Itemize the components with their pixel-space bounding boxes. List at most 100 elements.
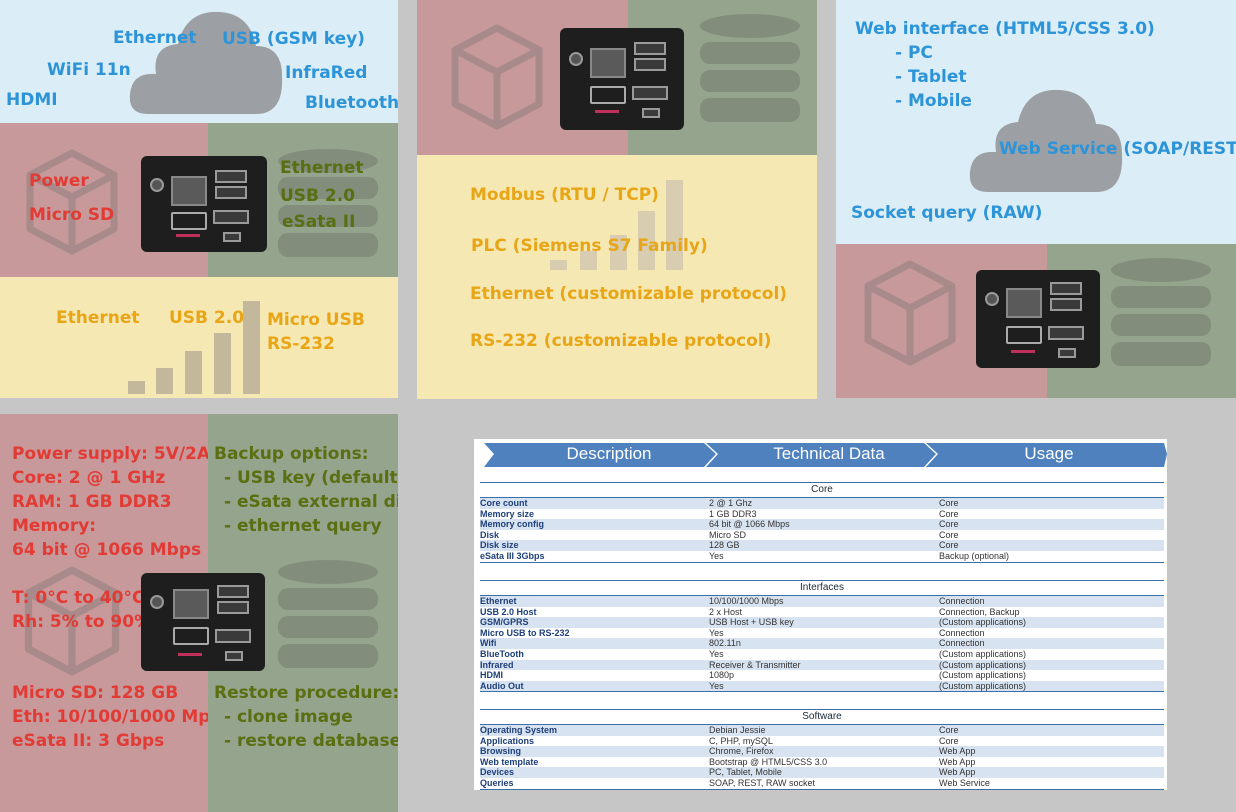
cell-description: Disk size bbox=[480, 540, 519, 551]
cell-description: Memory config bbox=[480, 519, 545, 530]
label-web-service: Web Service (SOAP/REST) bbox=[999, 139, 1236, 159]
header-technical-data: Technical Data bbox=[773, 444, 885, 463]
spec-humidity: Rh: 5% to 90% bbox=[12, 612, 152, 632]
cell-usage: Web App bbox=[939, 767, 976, 778]
spec-memory-config: 64 bit @ 1066 Mbps bbox=[12, 540, 202, 560]
cell-technical-data: Debian Jessie bbox=[709, 725, 766, 735]
device-image bbox=[976, 270, 1100, 368]
backup-item-esata: - eSata external disk bbox=[224, 492, 398, 512]
section-title: Software bbox=[480, 709, 1164, 725]
signal-bar bbox=[550, 260, 567, 270]
spec-core: Core: 2 @ 1 GHz bbox=[12, 468, 166, 488]
cell-usage: Core bbox=[939, 540, 959, 551]
label-web-tablet: - Tablet bbox=[895, 67, 967, 87]
cell-technical-data: Chrome, Firefox bbox=[709, 746, 774, 757]
label-usb-gsm: USB (GSM key) bbox=[222, 29, 365, 49]
cell-technical-data: Yes bbox=[709, 627, 724, 638]
cell-description: Browsing bbox=[480, 746, 522, 757]
cell-description: HDMI bbox=[480, 670, 503, 681]
signal-bar bbox=[638, 211, 655, 270]
cell-usage: Core bbox=[939, 529, 959, 540]
signal-bar bbox=[666, 180, 683, 270]
label-ethernet-storage: Ethernet bbox=[280, 158, 364, 178]
cube-icon bbox=[451, 24, 543, 130]
label-ethernet: Ethernet bbox=[113, 28, 197, 48]
label-socket-query: Socket query (RAW) bbox=[851, 203, 1043, 223]
cell-technical-data: 1 GB DDR3 bbox=[709, 508, 757, 519]
backup-item-ethernet: - ethernet query bbox=[224, 516, 382, 536]
section-title: Interfaces bbox=[480, 580, 1164, 596]
label-infrared: InfraRed bbox=[285, 63, 368, 83]
cube-icon bbox=[24, 566, 120, 676]
label-micro-usb: Micro USB bbox=[267, 310, 365, 330]
cell-technical-data: 2 @ 1 Ghz bbox=[709, 498, 753, 508]
spec-ethernet: Eth: 10/100/1000 Mps bbox=[12, 707, 208, 727]
label-wifi: WiFi 11n bbox=[47, 60, 131, 80]
cell-technical-data: 10/100/1000 Mbps bbox=[709, 596, 784, 606]
header-usage: Usage bbox=[1024, 444, 1074, 463]
cell-usage: Connection bbox=[939, 627, 985, 638]
cell-technical-data: 1080p bbox=[709, 670, 735, 681]
spec-temperature: T: 0°C to 40°C bbox=[12, 588, 145, 608]
label-hdmi: HDMI bbox=[6, 90, 58, 110]
signal-bar bbox=[128, 381, 145, 394]
cell-usage: Core bbox=[939, 725, 959, 735]
label-usb-wired: USB 2.0 bbox=[169, 308, 245, 328]
cell-technical-data: Yes bbox=[709, 648, 724, 659]
spec-esata: eSata II: 3 Gbps bbox=[12, 731, 165, 751]
table-row: Micro USB to RS-232 Yes Connection bbox=[480, 628, 1164, 639]
cell-usage: Connection, Backup bbox=[939, 606, 1020, 617]
cube-icon bbox=[26, 149, 118, 255]
cell-description: eSata III 3Gbps bbox=[480, 550, 545, 561]
cell-usage: Core bbox=[939, 519, 959, 530]
signal-bar bbox=[580, 251, 597, 270]
cell-description: Disk bbox=[480, 529, 500, 540]
web-local-panel bbox=[836, 244, 1047, 398]
cell-technical-data: Yes bbox=[709, 550, 724, 561]
label-web-mobile: - Mobile bbox=[895, 91, 972, 111]
label-modbus: Modbus (RTU / TCP) bbox=[470, 185, 659, 205]
signal-bar bbox=[243, 301, 260, 394]
connectivity-wireless-panel: Ethernet USB (GSM key) WiFi 11n InfraRed… bbox=[0, 0, 398, 123]
label-web-interface: Web interface (HTML5/CSS 3.0) bbox=[855, 19, 1155, 39]
cell-description: Core count bbox=[480, 498, 528, 508]
cell-description: Applications bbox=[480, 735, 535, 746]
cell-description: Devices bbox=[480, 767, 515, 778]
cloud-icon bbox=[969, 89, 1123, 192]
cell-usage: Core bbox=[939, 735, 959, 746]
spec-power-supply: Power supply: 5V/2A bbox=[12, 444, 208, 464]
cell-description: BlueTooth bbox=[480, 648, 524, 659]
cell-usage: Backup (optional) bbox=[939, 550, 1010, 561]
signal-bar bbox=[610, 235, 627, 270]
cell-usage: (Custom applications) bbox=[939, 680, 1027, 691]
restore-item-clone: - clone image bbox=[224, 707, 353, 727]
header-description: Description bbox=[566, 444, 652, 463]
device-image bbox=[560, 28, 684, 130]
cell-technical-data: Bootstrap @ HTML5/CSS 3.0 bbox=[709, 756, 828, 767]
cell-description: GSM/GPRS bbox=[480, 617, 529, 628]
backup-item-usb: - USB key (default) bbox=[224, 468, 398, 488]
cell-description: Ethernet bbox=[480, 596, 517, 606]
cell-description: Micro USB to RS-232 bbox=[480, 627, 570, 638]
cell-description: Web template bbox=[480, 756, 539, 767]
table-row: eSata III 3Gbps Yes Backup (optional) bbox=[480, 551, 1164, 562]
cloud-icon bbox=[129, 11, 283, 115]
label-micro-sd: Micro SD bbox=[29, 205, 115, 225]
label-bluetooth: Bluetooth bbox=[305, 93, 398, 113]
cell-usage: (Custom applications) bbox=[939, 648, 1027, 659]
table-header bbox=[484, 443, 1167, 467]
